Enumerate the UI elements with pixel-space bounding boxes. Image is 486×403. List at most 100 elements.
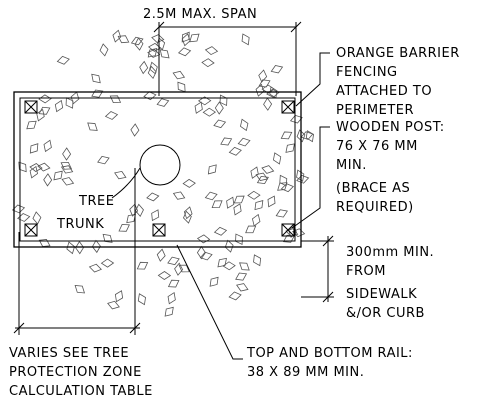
canopy-leaf [251, 213, 261, 227]
canopy-leaf [87, 122, 98, 131]
canopy-leaf [32, 211, 42, 225]
canopy-leaf [29, 143, 39, 154]
canopy-leaf [263, 97, 273, 111]
canopy-leaf [147, 65, 157, 80]
canopy-leaf [183, 210, 192, 224]
canopy-leaf [236, 283, 249, 292]
canopy-leaf [62, 147, 72, 161]
canopy-leaf [151, 209, 160, 222]
canopy-leaf [177, 47, 192, 57]
canopy-leaf [75, 240, 85, 255]
varies-label: VARIES SEE TREE PROTECTION ZONE CALCULAT… [9, 346, 153, 399]
canopy-leaf [237, 137, 251, 147]
canopy-leaf [137, 293, 146, 306]
wooden-post-leader [291, 126, 330, 229]
canopy-leaf [157, 271, 172, 280]
canopy-leaf [74, 284, 86, 294]
canopy-leaf [156, 37, 166, 51]
canopy-leaf [147, 48, 158, 58]
tree-trunk-label: TREE TRUNK [56, 194, 114, 232]
wooden-post-bottom-left [24, 223, 38, 237]
canopy-leaf [196, 245, 206, 260]
canopy-leaf [228, 146, 242, 156]
canopy-leaf [37, 162, 51, 172]
canopy-leaf [167, 279, 180, 288]
canopy-leaf [226, 196, 235, 209]
canopy-leaf [245, 225, 257, 234]
canopy-leaf [189, 33, 200, 43]
svg-text:CALCULATION TABLE: CALCULATION TABLE [9, 384, 153, 399]
svg-text:VARIES SEE TREE: VARIES SEE TREE [9, 346, 129, 361]
svg-text:TRUNK: TRUNK [56, 217, 104, 232]
canopy-leaf [300, 131, 314, 140]
tree-canopy-hatch [11, 29, 314, 317]
rail-label: TOP AND BOTTOM RAIL: 38 X 89 MM MIN. [246, 346, 413, 380]
svg-text:MIN.: MIN. [336, 158, 367, 173]
canopy-leaf [213, 119, 227, 129]
svg-text:76 X 76 MM: 76 X 76 MM [336, 139, 418, 154]
canopy-leaf [126, 213, 136, 224]
canopy-leaf [109, 95, 122, 103]
canopy-leaf [233, 203, 242, 216]
canopy-leaf [43, 173, 53, 187]
canopy-leaf [43, 139, 52, 153]
canopy-leaf [207, 164, 217, 175]
canopy-leaf [156, 248, 166, 262]
canopy-leaf [97, 155, 110, 165]
setback-dimension [301, 235, 334, 303]
canopy-leaf [53, 170, 63, 181]
canopy-leaf [250, 166, 259, 179]
canopy-leaf [254, 200, 264, 211]
canopy-leaf [114, 170, 127, 180]
canopy-leaf [60, 161, 73, 170]
canopy-leaf [65, 97, 74, 109]
canopy-leaf [156, 98, 170, 107]
canopy-leaf [91, 73, 101, 84]
tree-trunk-circle [139, 144, 181, 186]
canopy-leaf [167, 256, 180, 266]
span-dimension [153, 21, 302, 96]
canopy-leaf [181, 31, 190, 43]
canopy-leaf [241, 33, 250, 46]
canopy-leaf [267, 195, 276, 208]
canopy-leaf [261, 165, 275, 174]
canopy-leaf [61, 177, 75, 186]
canopy-leaf [143, 91, 157, 101]
canopy-leaf [272, 152, 282, 165]
canopy-leaf [204, 46, 219, 56]
canopy-leaf [146, 192, 160, 202]
canopy-leaf [258, 69, 268, 83]
canopy-leaf [247, 190, 261, 200]
barrier-fence-enclosure [13, 91, 302, 248]
wooden-post-bottom-right [281, 223, 295, 237]
svg-text:300mm MIN.: 300mm MIN. [346, 245, 434, 260]
svg-text:FENCING: FENCING [336, 65, 398, 80]
varies-dimension [13, 168, 141, 335]
canopy-leaf [164, 306, 174, 317]
rail-leader [176, 244, 243, 360]
canopy-leaf [285, 143, 295, 153]
canopy-leaf [253, 254, 262, 267]
canopy-leaf [112, 29, 122, 43]
svg-text:TOP AND BOTTOM RAIL:: TOP AND BOTTOM RAIL: [246, 346, 413, 361]
canopy-leaf [228, 291, 242, 301]
canopy-leaf [149, 61, 158, 75]
svg-text:&/OR CURB: &/OR CURB [346, 306, 425, 321]
canopy-leaf [217, 257, 227, 268]
canopy-leaf [102, 233, 113, 243]
canopy-leaf [100, 258, 115, 268]
canopy-leaf [213, 226, 228, 236]
canopy-leaf [183, 206, 193, 220]
canopy-leaf [130, 36, 144, 46]
canopy-leaf [269, 86, 278, 99]
canopy-leaf [296, 169, 305, 182]
canopy-leaf [182, 178, 196, 188]
canopy-leaf [56, 55, 70, 65]
canopy-leaf [54, 99, 64, 113]
orange-barrier-leader [295, 52, 330, 107]
canopy-leaf [239, 262, 250, 271]
canopy-leaf [36, 108, 45, 122]
setback-label: 300mm MIN. FROM SIDEWALK &/OR CURB [346, 245, 434, 321]
canopy-leaf [204, 191, 218, 201]
